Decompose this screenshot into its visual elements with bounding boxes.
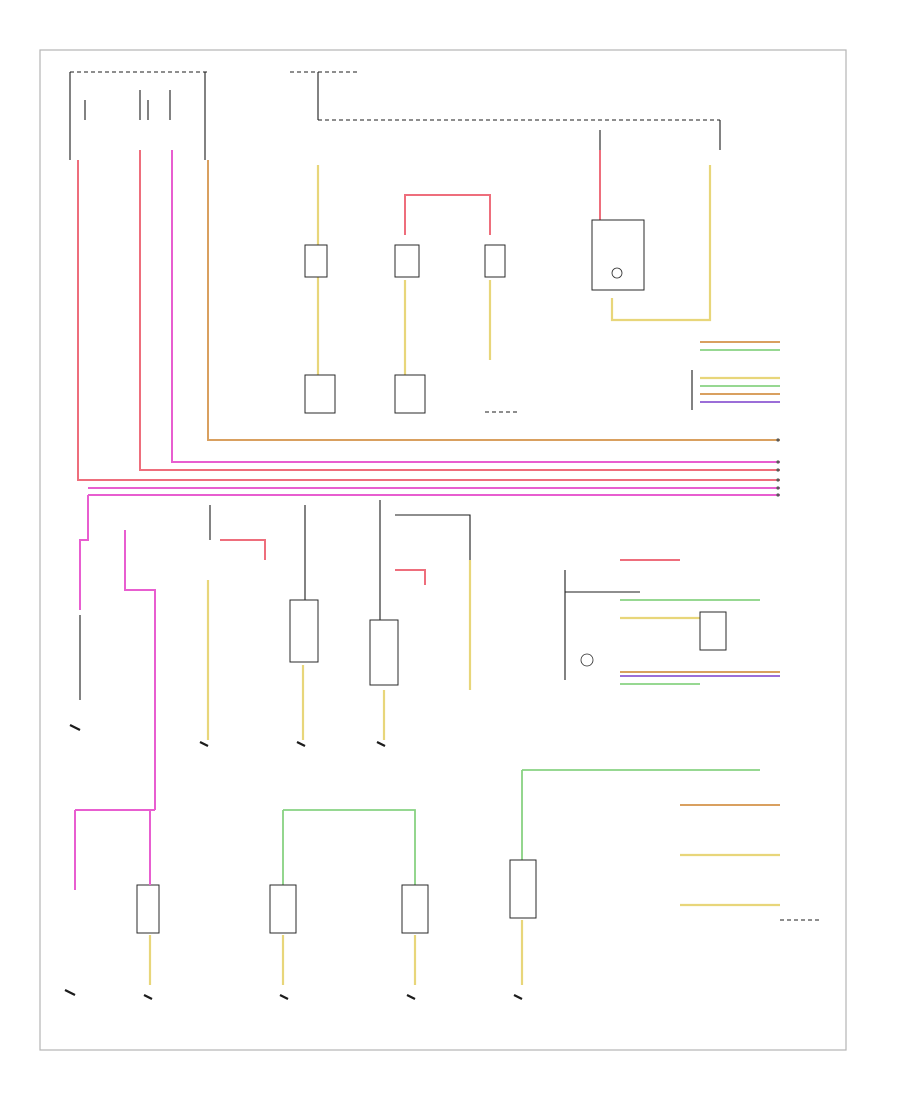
- control-unit-2: [369, 619, 399, 686]
- bottom-row-modules: [269, 769, 760, 985]
- relay-box: [591, 219, 645, 291]
- upper-right-module: [591, 150, 712, 322]
- switch-module-right: [699, 611, 727, 651]
- right-middle-module: [564, 559, 780, 685]
- ground-symbol-2: [64, 989, 76, 996]
- upper-module-row: [304, 165, 520, 414]
- switch-module-3: [484, 244, 506, 278]
- lamp-housing-1: [304, 374, 336, 414]
- right-connector-harness: [776, 438, 780, 497]
- top-fuse-bus: [69, 71, 721, 160]
- lamp-module-left-1: [136, 884, 160, 934]
- main-harness-wires: [77, 150, 780, 496]
- control-unit-3: [269, 884, 297, 934]
- ground-markers: [143, 741, 523, 1000]
- bulb-icon-2: [580, 653, 594, 667]
- middle-lower-circuits: [206, 500, 472, 740]
- left-lower-circuits: [64, 495, 160, 996]
- control-unit-1: [289, 599, 319, 663]
- control-unit-4: [401, 884, 429, 934]
- lamp-housing-2: [394, 374, 426, 414]
- right-signal-lines: [691, 341, 780, 410]
- switch-module-1: [304, 244, 328, 278]
- bottom-right-legend-lines: [680, 804, 820, 921]
- bulb-icon: [611, 267, 623, 279]
- ground-symbol-1: [69, 724, 81, 731]
- control-unit-5: [509, 859, 537, 919]
- diagram-frame: [39, 49, 847, 1051]
- switch-module-2: [394, 244, 420, 278]
